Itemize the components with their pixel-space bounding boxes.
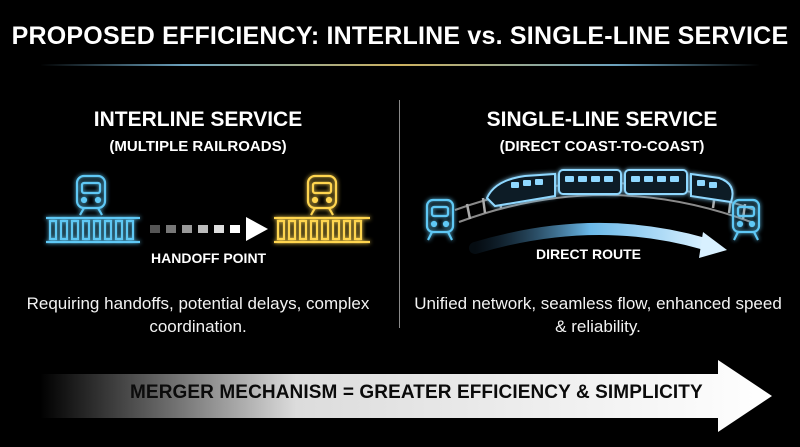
interline-subheading: (MULTIPLE RAILROADS): [109, 138, 287, 155]
handoff-point-label: HANDOFF POINT: [151, 250, 267, 266]
title-rule: [40, 64, 760, 66]
yellow-track-icon: [274, 216, 370, 244]
interline-header: INTERLINE SERVICE (MULTIPLE RAILROADS): [8, 108, 388, 155]
page-title: PROPOSED EFFICIENCY: INTERLINE vs. SINGL…: [11, 22, 789, 50]
blue-track-icon: [46, 216, 140, 244]
interline-illustration: [46, 174, 370, 244]
single-line-illustration: [425, 169, 761, 258]
single-line-description: Unified network, seamless flow, enhanced…: [414, 294, 782, 336]
interline-description: Requiring handoffs, potential delays, co…: [26, 294, 370, 336]
handoff-arrow-icon: [150, 217, 268, 241]
direct-route-arrow-icon: [469, 223, 727, 258]
interline-heading: INTERLINE SERVICE: [93, 108, 303, 131]
single-line-subheading: (DIRECT COAST-TO-COAST): [499, 138, 705, 155]
yellow-train-icon: [306, 174, 338, 216]
merger-arrow: [40, 360, 772, 432]
left-station-train-icon: [425, 198, 455, 241]
merger-mechanism-text: MERGER MECHANISM = GREATER EFFICIENCY & …: [130, 382, 703, 403]
high-speed-train-icon: [485, 169, 734, 208]
right-station-train-icon: [731, 198, 761, 241]
direct-route-label: DIRECT ROUTE: [536, 246, 641, 262]
center-divider: [399, 100, 400, 328]
blue-train-icon: [75, 174, 107, 216]
single-line-heading: SINGLE-LINE SERVICE: [486, 108, 718, 131]
single-line-header: SINGLE-LINE SERVICE (DIRECT COAST-TO-COA…: [412, 108, 792, 155]
